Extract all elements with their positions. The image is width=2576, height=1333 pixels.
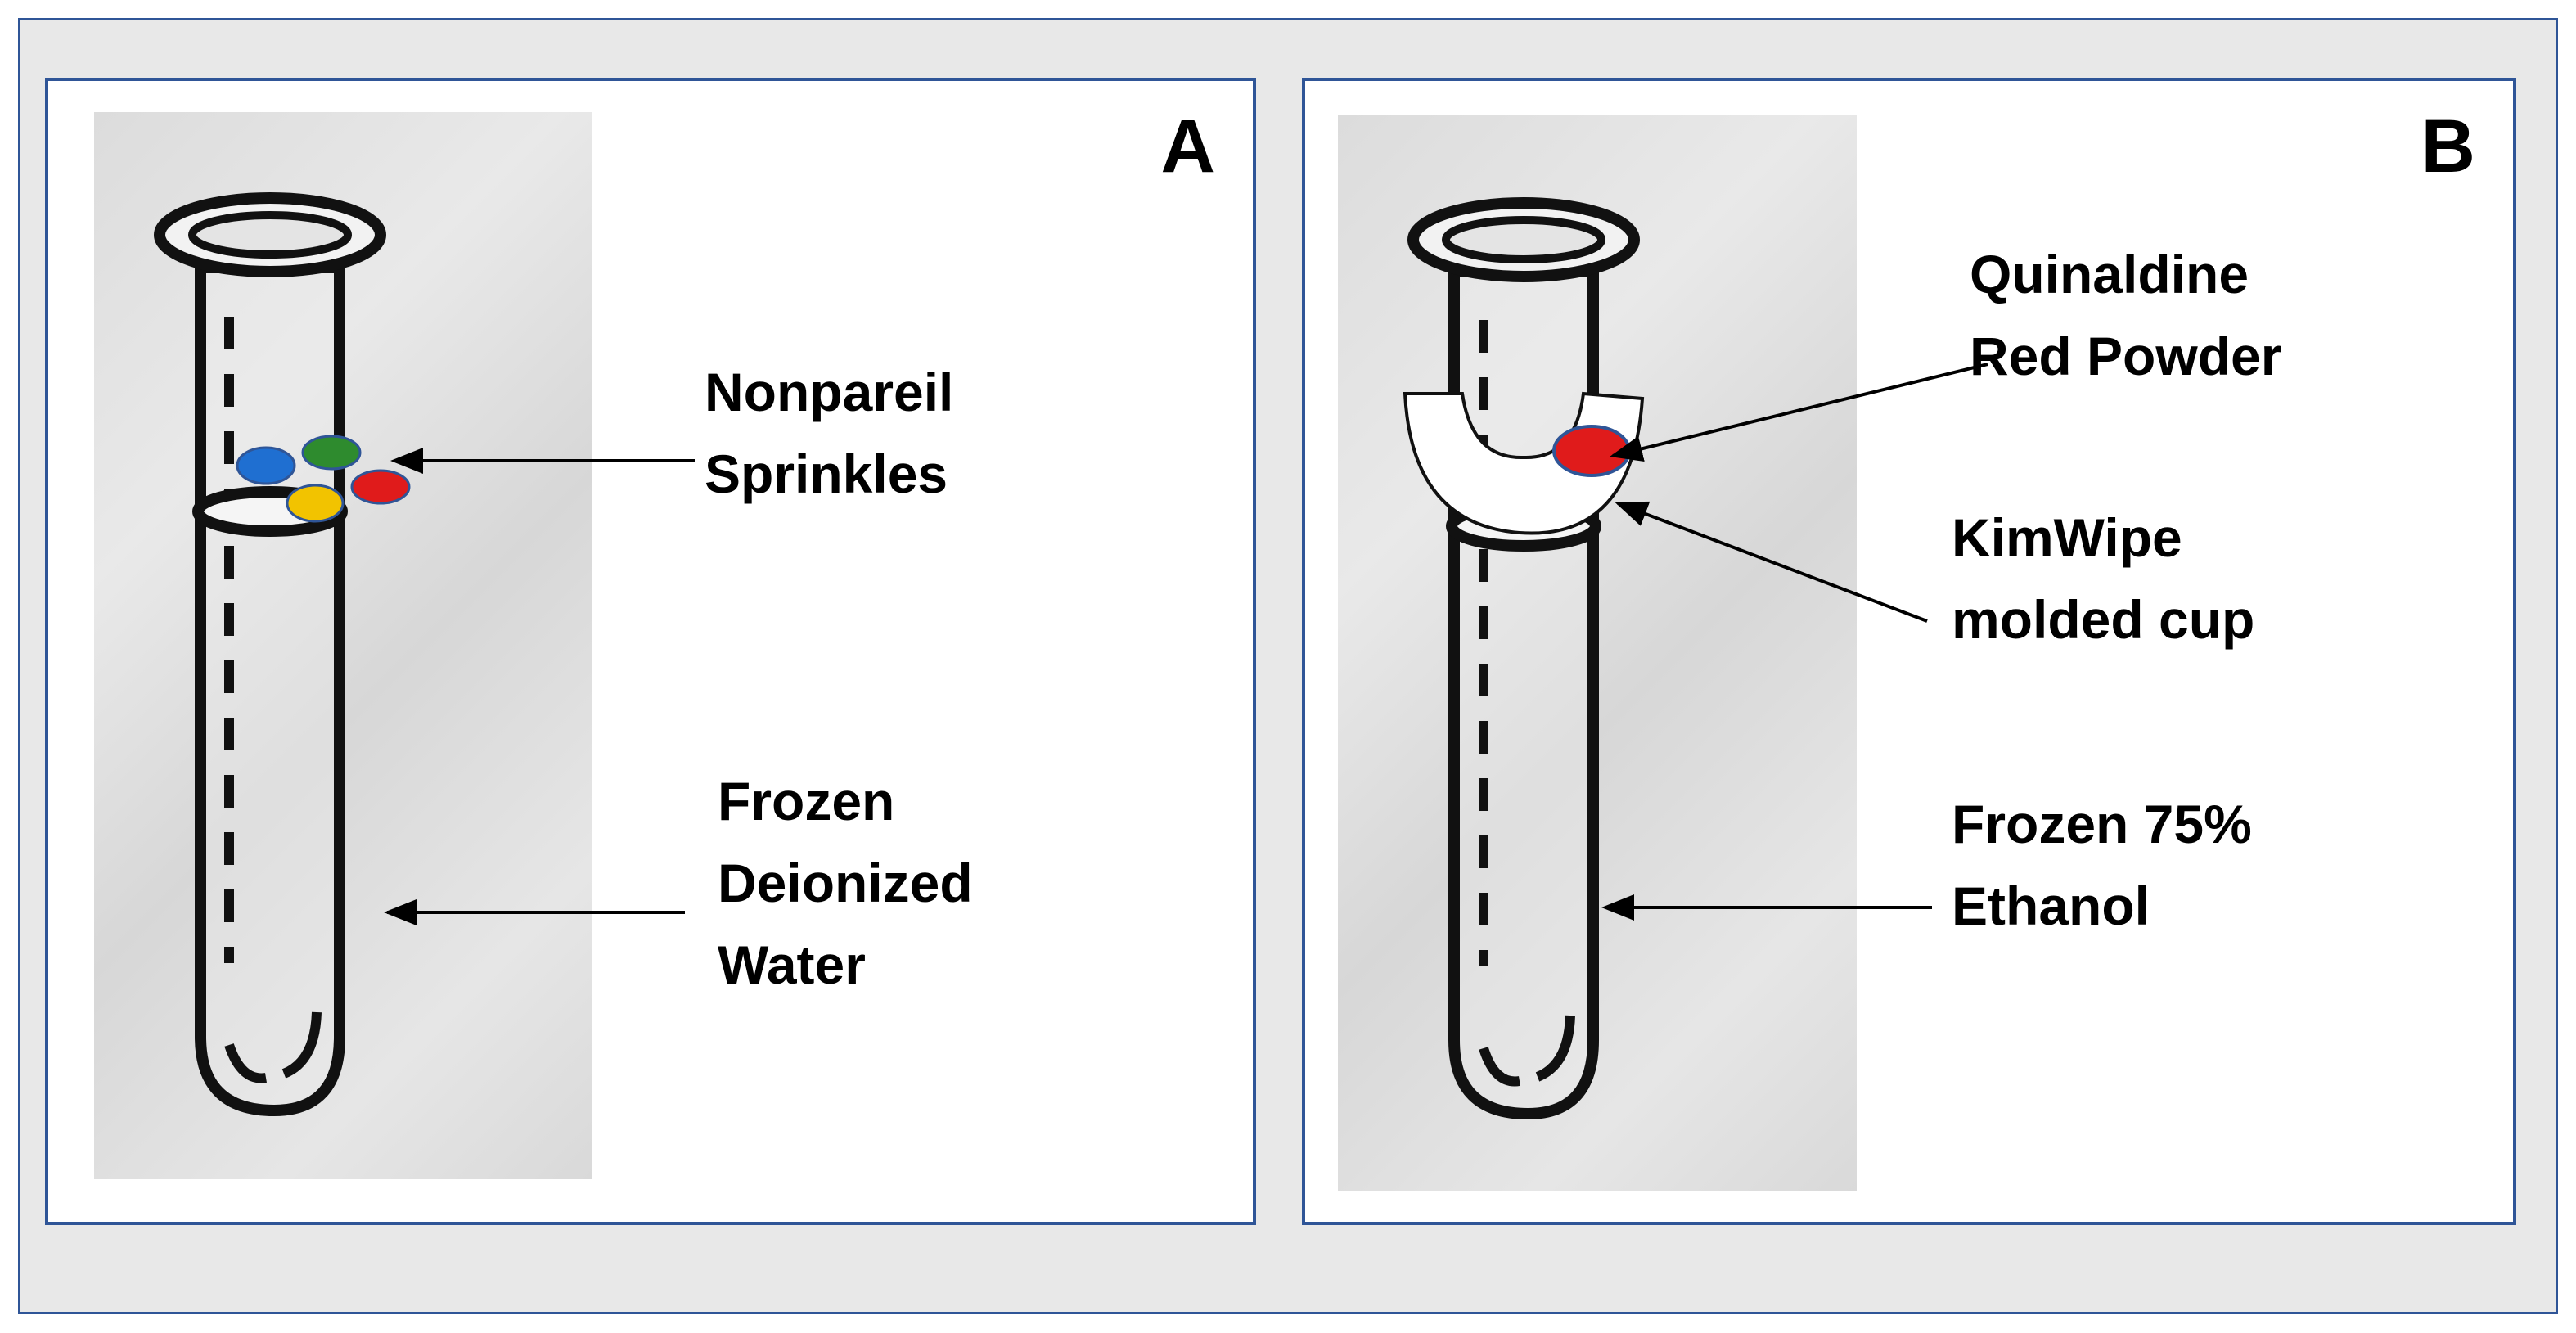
label-line: Frozen 75% [1952, 794, 2252, 854]
tube-bottom-reflection-right-a [281, 1011, 322, 1079]
tube-bottom-reflection-left-b [1479, 1047, 1520, 1087]
test-tube-b [1403, 197, 1645, 1120]
sprinkle-red [350, 469, 411, 505]
label-frozen-ethanol: Frozen 75% Ethanol [1952, 783, 2252, 947]
panel-letter-b: B [2421, 105, 2475, 188]
test-tube-photo-b [1338, 115, 1857, 1191]
panel-b: B Quinaldine Red Powder KimWipe molded c… [1302, 78, 2516, 1225]
tube-rim-inner-b [1442, 216, 1605, 263]
label-line: Red Powder [1970, 326, 2282, 386]
label-line: Deionized [718, 853, 973, 913]
label-quinaldine-red-powder: Quinaldine Red Powder [1970, 233, 2281, 397]
panel-letter-a: A [1160, 105, 1215, 188]
tube-rim-inner-a [188, 211, 352, 259]
test-tube-a [154, 192, 411, 1117]
label-nonpareil-sprinkles: Nonpareil Sprinkles [705, 351, 953, 515]
tube-body-a [195, 262, 345, 1117]
label-line: KimWipe [1952, 507, 2182, 568]
figure-frame: A Nonpareil Sprinkles Frozen Deionized W… [18, 18, 2558, 1314]
panel-a: A Nonpareil Sprinkles Frozen Deionized W… [45, 78, 1256, 1225]
sprinkle-green [301, 435, 362, 471]
label-line: Frozen [718, 771, 895, 831]
label-line: Ethanol [1952, 876, 2150, 936]
quinaldine-red-powder [1552, 425, 1631, 477]
test-tube-photo-a [94, 112, 592, 1179]
label-line: Water [718, 934, 866, 995]
sprinkle-yellow [286, 484, 345, 523]
tube-bottom-reflection-right-b [1535, 1015, 1575, 1082]
tube-bottom-reflection-left-a [224, 1043, 267, 1083]
label-line: Quinaldine [1970, 244, 2249, 304]
label-line: Sprinkles [705, 444, 948, 504]
label-line: Nonpareil [705, 362, 954, 422]
label-frozen-deionized-water: Frozen Deionized Water [718, 760, 973, 1006]
label-line: molded cup [1952, 589, 2255, 650]
sprinkle-blue [236, 446, 296, 485]
label-kimwipe-molded-cup: KimWipe molded cup [1952, 497, 2254, 660]
tube-body-b [1448, 265, 1599, 1120]
